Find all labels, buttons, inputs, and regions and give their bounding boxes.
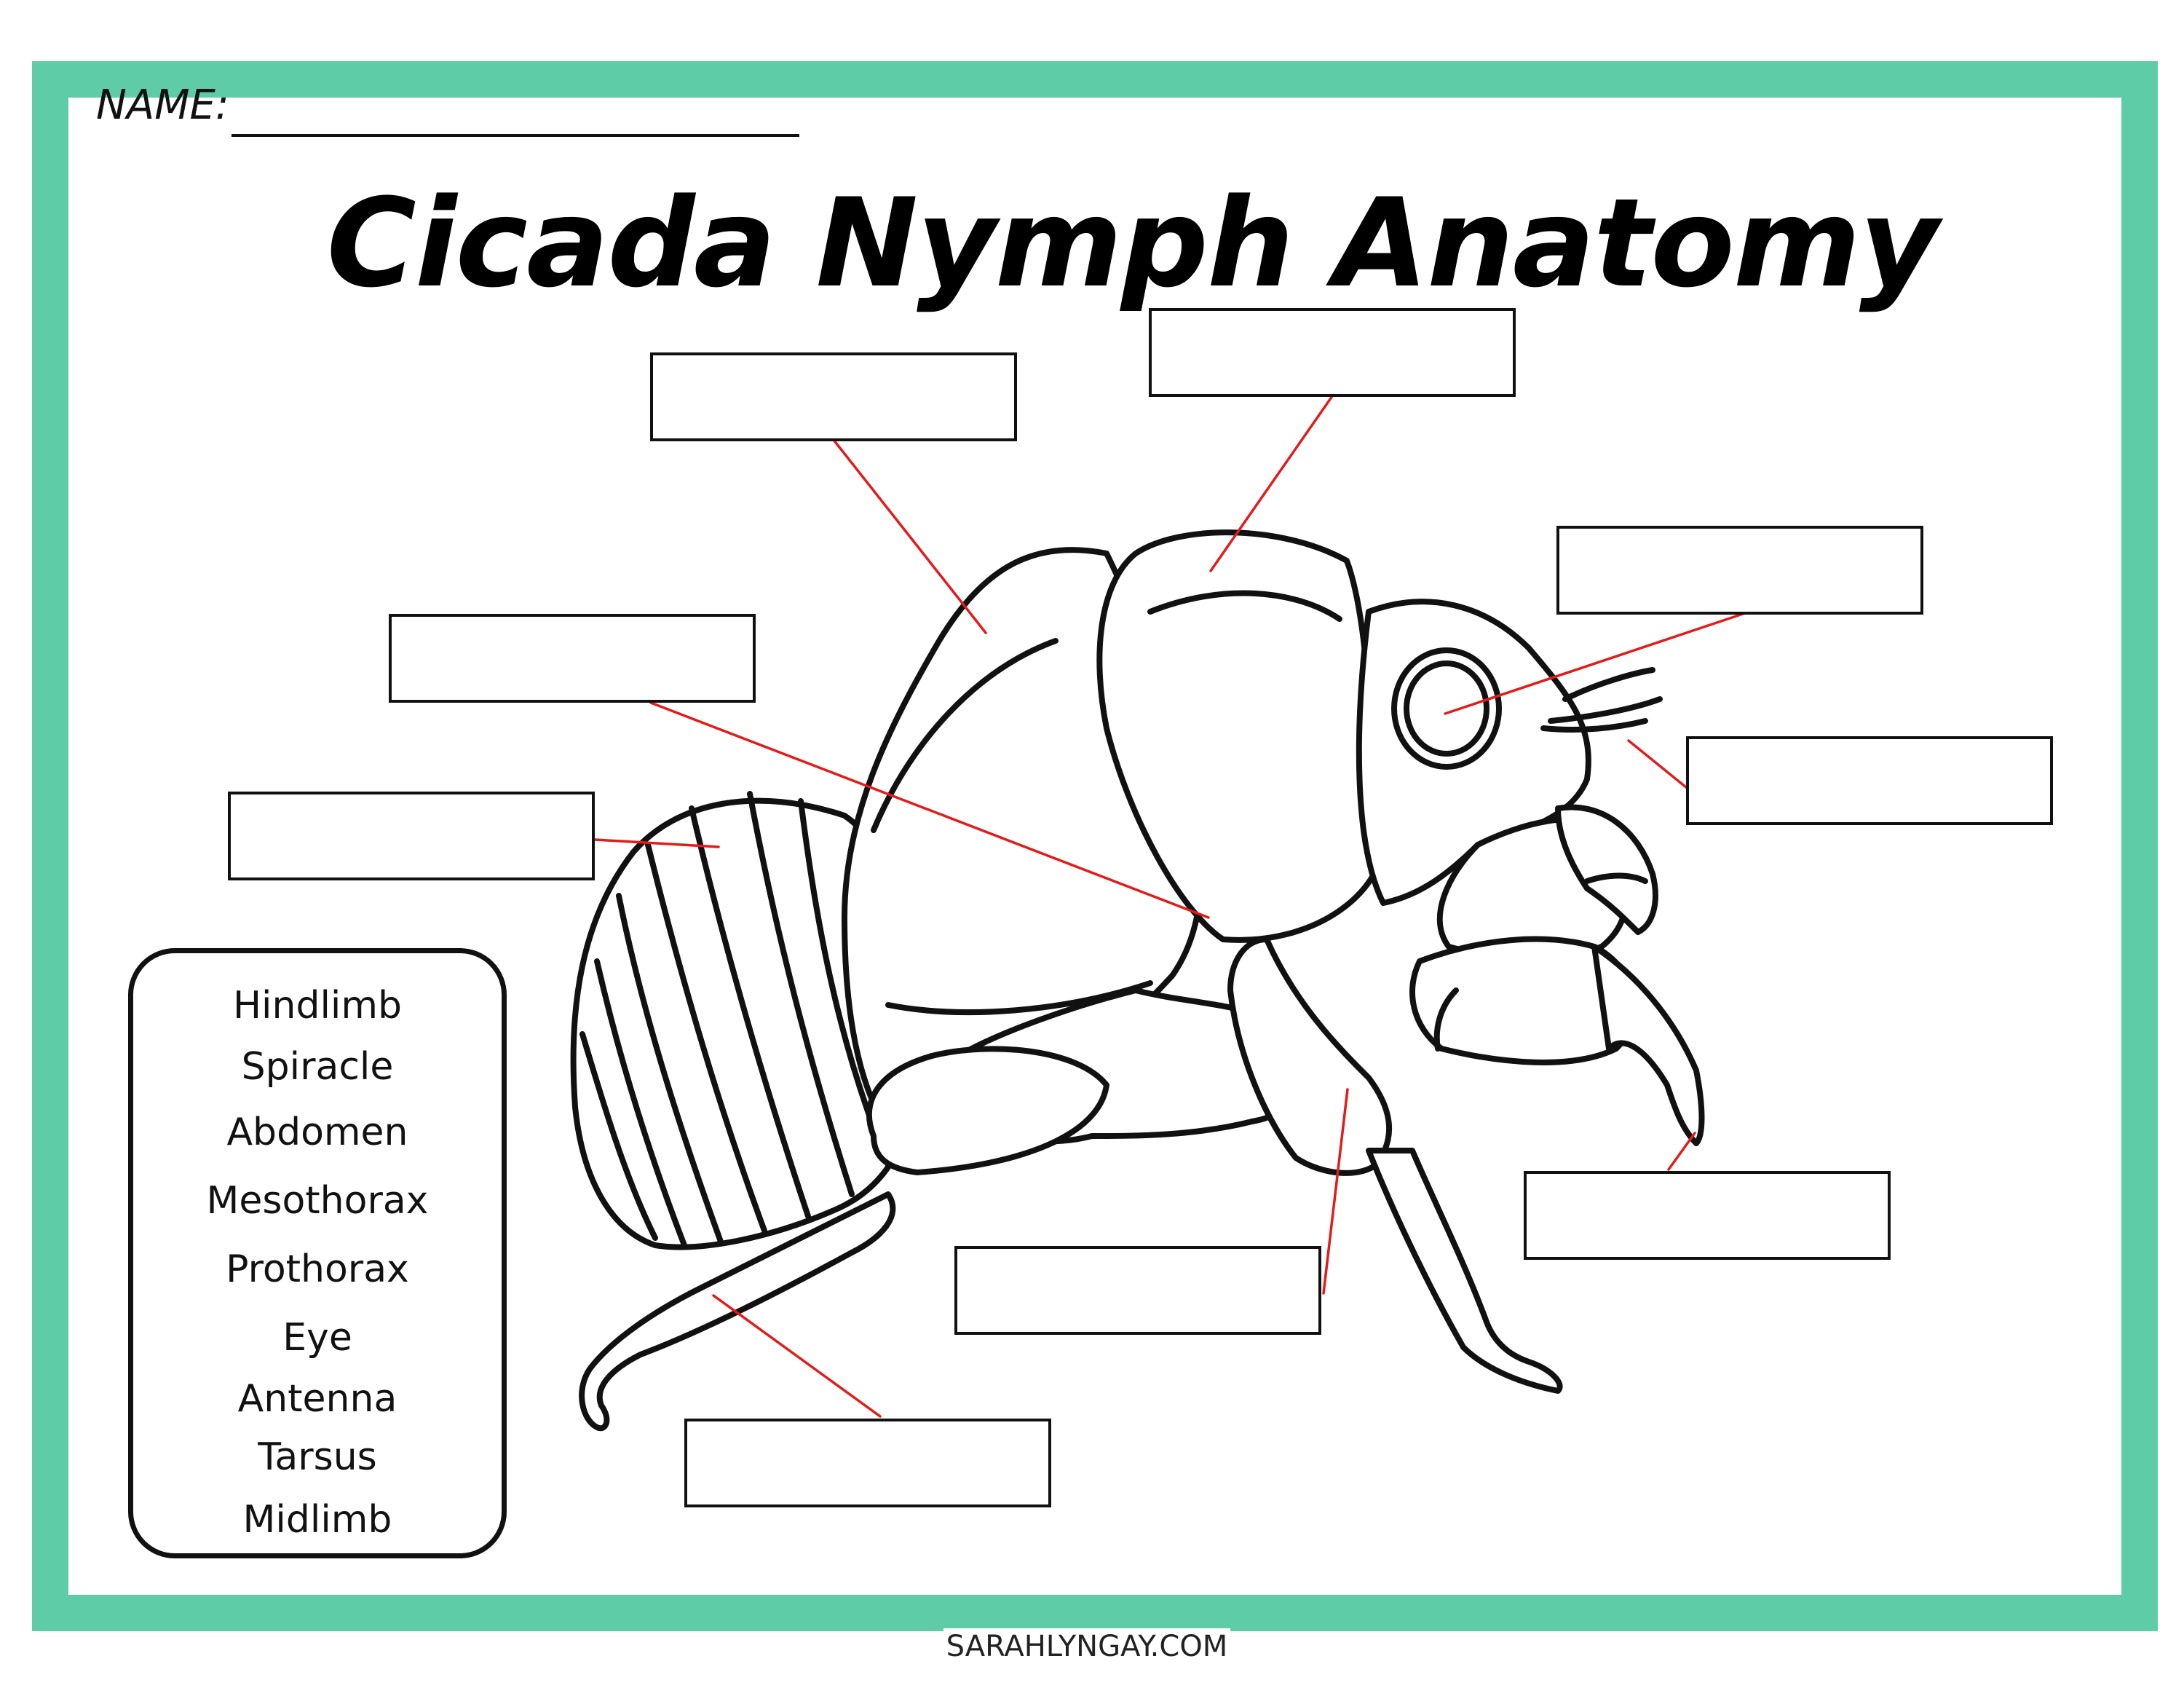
leader-line-6 (593, 838, 720, 848)
blank-label-box-4[interactable] (389, 614, 756, 703)
cicada-outline (570, 529, 1705, 1432)
name-write-line[interactable] (232, 134, 799, 137)
blank-label-box-7[interactable] (1524, 1171, 1891, 1260)
word-prothorax: Prothorax (226, 1247, 409, 1291)
blank-label-box-8[interactable] (954, 1246, 1321, 1335)
leader-line-8 (1667, 1132, 1696, 1171)
blank-label-box-1[interactable] (650, 352, 1017, 441)
blank-label-box-5[interactable] (1686, 736, 2053, 825)
antennae (1540, 667, 1663, 733)
word-spiracle: Spiracle (241, 1045, 394, 1089)
word-abdomen: Abdomen (226, 1111, 408, 1154)
prothorax (1096, 529, 1387, 943)
footer-site: SARAHLYNGAY.COM (943, 1628, 1230, 1665)
word-eye: Eye (282, 1316, 352, 1360)
word-bank: Hindlimb Spiracle Abdomen Mesothorax Pro… (128, 948, 507, 1558)
blank-label-box-3[interactable] (1556, 526, 1923, 615)
leader-line-5 (649, 701, 1210, 919)
coxa (866, 1046, 1109, 1175)
leader-line-4 (1627, 739, 1688, 789)
word-antenna: Antenna (237, 1377, 397, 1421)
leader-line-3 (1444, 612, 1746, 715)
foreleg-tibia (1591, 944, 1705, 1146)
word-mesothorax: Mesothorax (206, 1179, 429, 1223)
name-label: NAME: (96, 82, 229, 129)
leader-line-9 (712, 1294, 882, 1418)
leader-line-1 (832, 438, 987, 634)
midlimb-tarsus (1366, 1148, 1563, 1394)
page-title: Cicada Nymph Anatomy (326, 172, 1939, 315)
blank-label-box-9[interactable] (684, 1419, 1051, 1507)
foreleg-femur (1409, 936, 1637, 1065)
leader-line-7 (1322, 1088, 1349, 1295)
word-midlimb: Midlimb (242, 1498, 392, 1542)
upper-foreleg (1555, 804, 1658, 935)
midlimb (1227, 936, 1393, 1176)
word-tarsus: Tarsus (258, 1435, 377, 1479)
blank-label-box-2[interactable] (1149, 308, 1516, 397)
blank-label-box-6[interactable] (228, 792, 595, 880)
word-hindlimb: Hindlimb (232, 984, 403, 1028)
leader-line-2 (1209, 395, 1334, 572)
leader-lines (593, 395, 1746, 1418)
